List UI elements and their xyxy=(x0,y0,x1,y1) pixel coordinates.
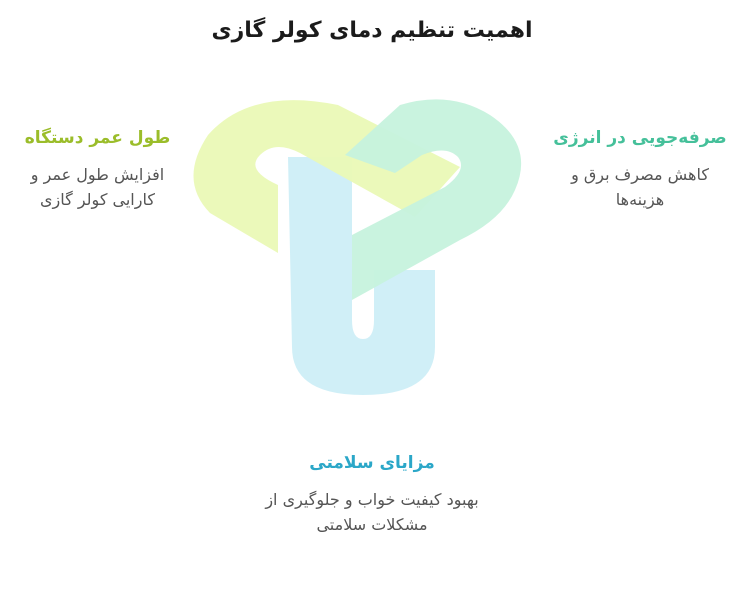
health-heading: مزایای سلامتی xyxy=(309,453,435,473)
health-description: بهبود کیفیت خواب و جلوگیری از مشکلات سلا… xyxy=(265,490,479,534)
longevity-section: طول عمر دستگاه افزایش طول عمر و کارایی ک… xyxy=(10,128,185,212)
longevity-description: افزایش طول عمر و کارایی کولر گازی xyxy=(30,165,165,209)
health-link-shape xyxy=(288,157,435,395)
page-title: اهمیت تنظیم دمای کولر گازی xyxy=(211,18,533,43)
energy-description: کاهش مصرف برق و هزینه‌ها xyxy=(571,165,709,209)
health-section: مزایای سلامتی بهبود کیفیت خواب و جلوگیری… xyxy=(262,453,482,537)
longevity-heading: طول عمر دستگاه xyxy=(24,128,171,148)
interlocking-triangle-graphic xyxy=(193,99,522,395)
energy-section: صرفه‌جویی در انرژی کاهش مصرف برق و هزینه… xyxy=(545,128,735,212)
energy-link-shape xyxy=(345,99,522,300)
energy-heading: صرفه‌جویی در انرژی xyxy=(553,128,727,148)
